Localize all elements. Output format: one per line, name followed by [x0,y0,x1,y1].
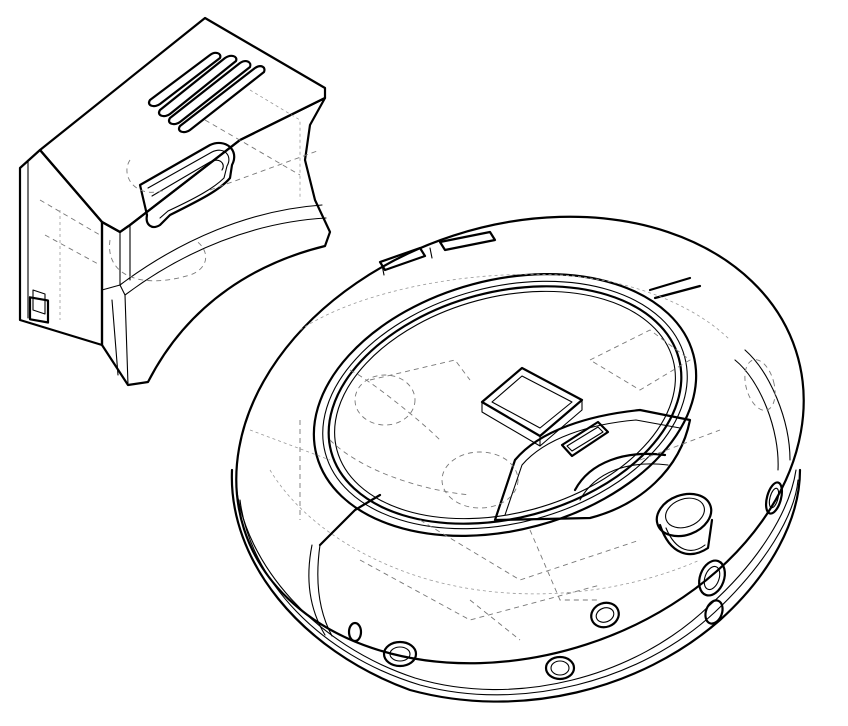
robot-skirt [230,468,802,703]
robot-lid-outer-ring [312,273,698,537]
dock-contact-ridges [147,51,266,134]
robot-small-button [560,420,610,458]
robot-outer-shell [235,215,805,665]
dock-side-port [28,296,50,324]
robot-cleaner [230,215,805,703]
dock-left-face [18,148,104,347]
robot-side-sensors [347,481,784,681]
robot-lid-inner-ring [327,285,683,525]
robot-center-button [480,366,584,447]
robot-wheel [655,492,714,556]
dock-charging-contact [138,141,236,229]
dock-curved-face [100,96,332,387]
docking-station [18,16,332,387]
robot-top-vents [378,230,497,276]
robot-front-window [493,408,692,522]
